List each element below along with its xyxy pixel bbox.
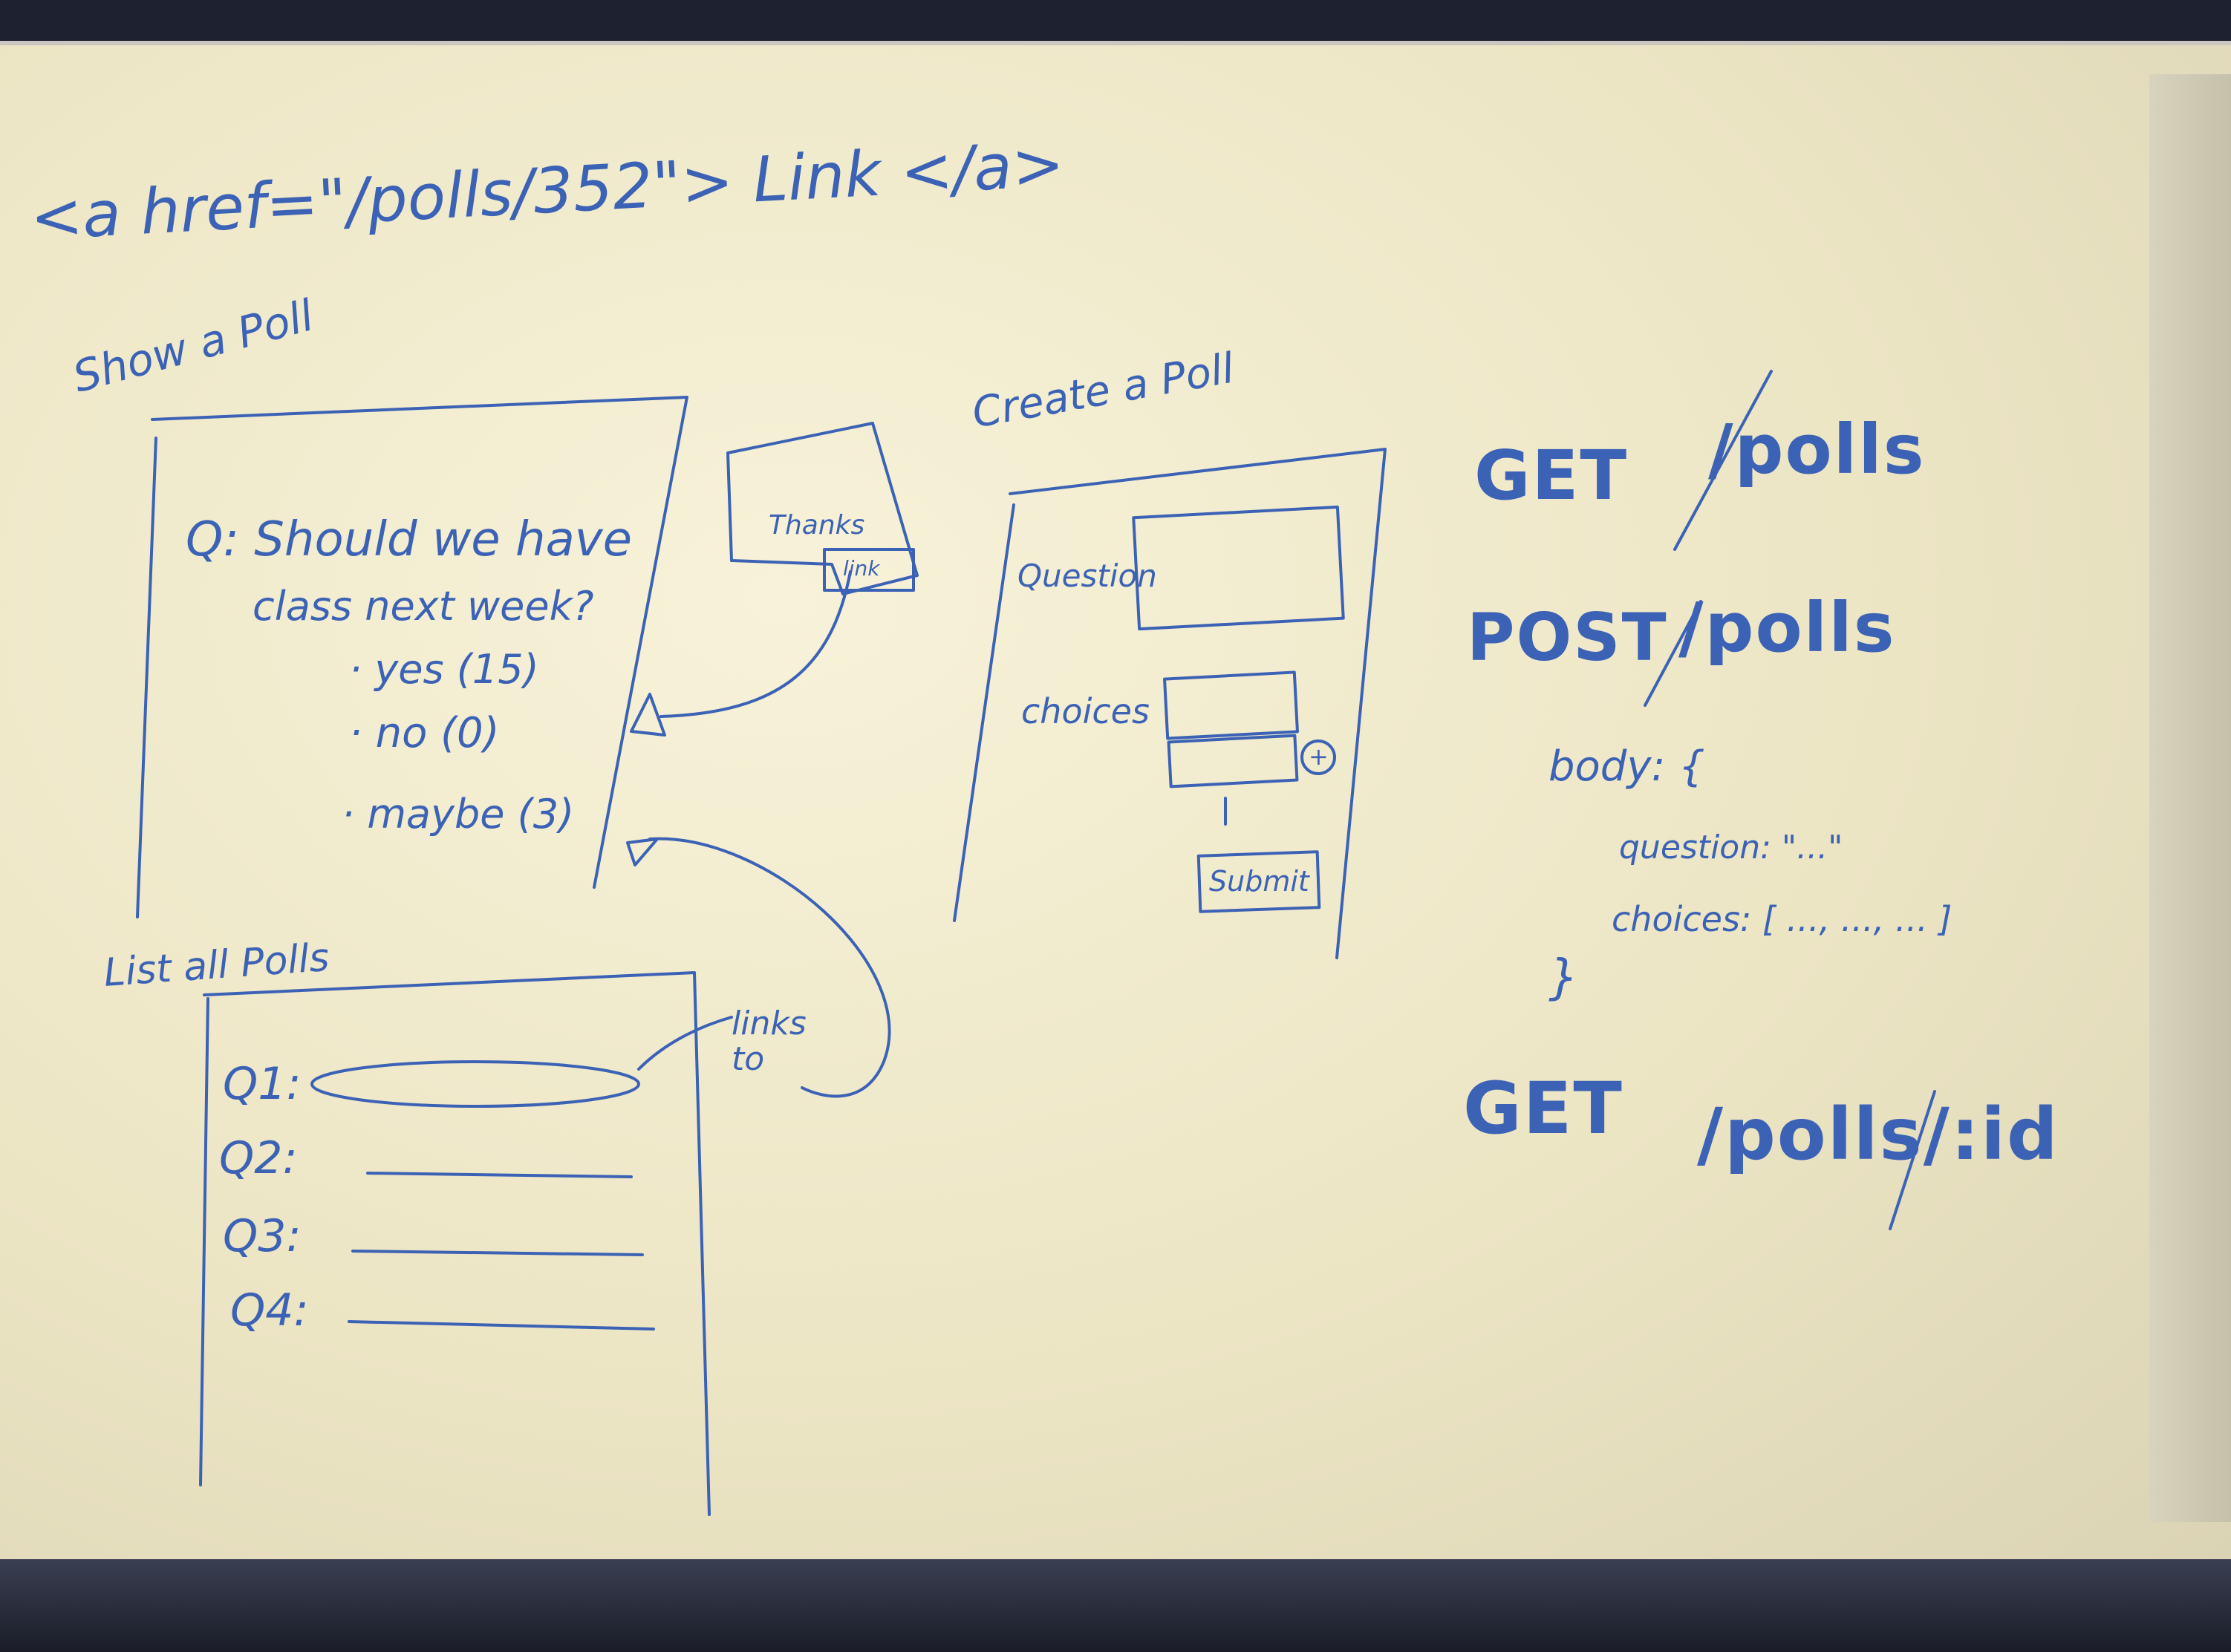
get-poll-method: GET (1463, 1067, 1623, 1150)
marker-tray (0, 1559, 2231, 1652)
links-to-arrow (648, 837, 891, 1098)
create-poll-frame-top (1009, 448, 1387, 959)
body-question-field: question: "..." (1619, 829, 1843, 866)
submit-box (1196, 850, 1321, 913)
popup-link-button: link (843, 556, 880, 581)
question-label: Question (1017, 558, 1157, 594)
upvote-triangle (630, 693, 666, 737)
get-polls-path: /polls (1708, 410, 1926, 489)
poll-question-line2: class next week? (253, 583, 594, 630)
route-slash-2 (1644, 600, 1702, 707)
thanks-popup (726, 422, 919, 595)
choices-label: choices (1021, 691, 1150, 731)
list-polls-frame-top (203, 971, 711, 1516)
q1-link-highlight (310, 1060, 640, 1108)
poll-question-line1: Q: Should we have (186, 512, 633, 567)
poll-option-maybe: · maybe (3) (342, 791, 575, 838)
get-polls-method: GET (1474, 436, 1629, 515)
create-poll-frame-left (953, 503, 1015, 922)
thanks-popup-text: Thanks (769, 510, 865, 541)
show-poll-frame-left (136, 437, 157, 918)
poll-option-no: · no (0) (349, 709, 500, 757)
q4-line (348, 1320, 655, 1331)
question-input-box (1132, 505, 1345, 631)
board-edge-strip (2149, 74, 2231, 1522)
post-polls-path: /polls (1678, 588, 1896, 667)
get-poll-path: /polls/:id (1697, 1093, 2059, 1176)
q2-line (366, 1172, 633, 1178)
list-item-q4: Q4: (230, 1284, 309, 1336)
body-close-brace: } (1548, 950, 1579, 1005)
poll-option-yes: · yes (15) (349, 646, 539, 693)
add-choice-symbol: + (1309, 742, 1329, 771)
whiteboard (0, 41, 2231, 1627)
body-choices-field: choices: [ ..., ..., ... ] (1612, 899, 1952, 939)
downvote-triangle (626, 838, 659, 866)
list-item-q2: Q2: (219, 1132, 298, 1184)
list-polls-frame-left (199, 997, 209, 1486)
body-label: body: { (1548, 742, 1705, 791)
q3-line (351, 1250, 644, 1256)
list-item-q3: Q3: (223, 1210, 302, 1262)
submit-button-label: Submit (1209, 865, 1309, 898)
links-to-label: links to (732, 1005, 807, 1079)
route-slash-1 (1673, 370, 1773, 551)
show-poll-frame-top (151, 396, 688, 889)
choice-input-box-2 (1167, 734, 1299, 789)
list-item-q1: Q1: (223, 1058, 302, 1110)
popup-link-box (823, 548, 915, 592)
route-slash-3 (1889, 1090, 1936, 1230)
add-choice-circle (1300, 740, 1336, 775)
popup-connector (659, 570, 852, 718)
choice-input-box-1 (1163, 670, 1299, 740)
post-polls-method: POST (1467, 599, 1668, 676)
links-to-pointer (637, 1016, 733, 1071)
